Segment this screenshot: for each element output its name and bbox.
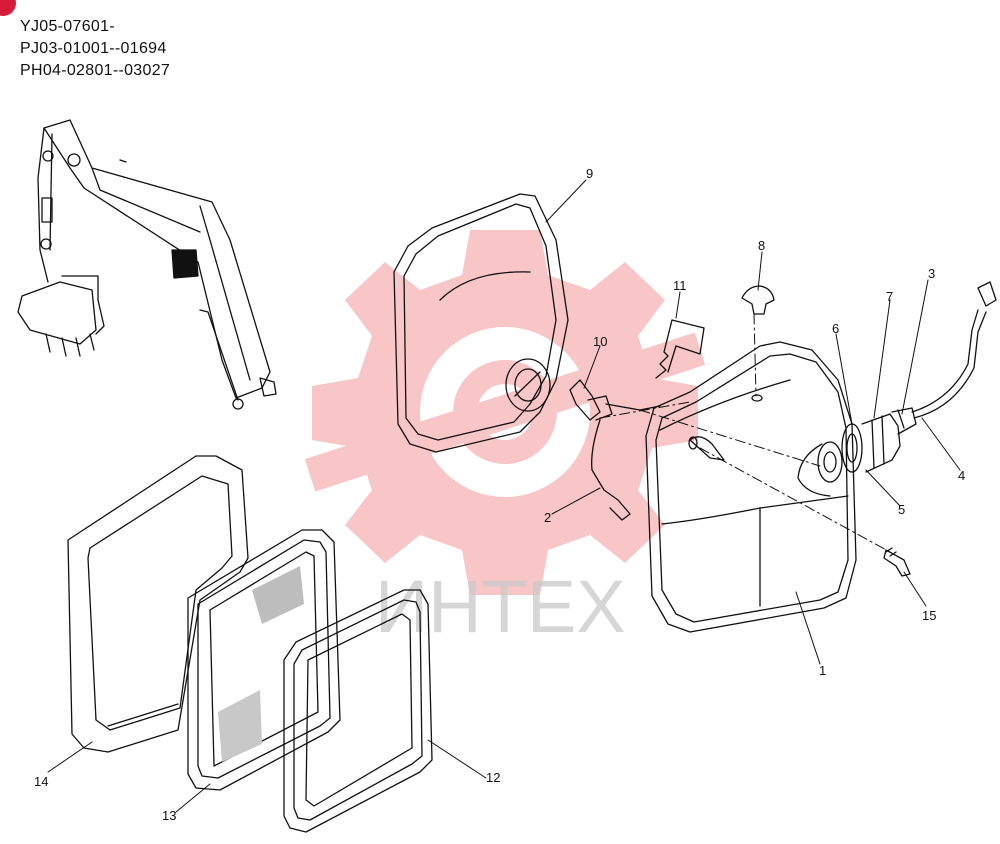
callout-10: 10 bbox=[593, 334, 607, 349]
callout-8: 8 bbox=[758, 238, 765, 253]
callout-15: 15 bbox=[922, 608, 936, 623]
part-14-outer-frame bbox=[67, 455, 249, 753]
serial-code-block: YJ05-07601- PJ03-01001--01694 PH04-02801… bbox=[20, 16, 170, 82]
callout-2: 2 bbox=[544, 510, 551, 525]
part-13-filter-lens bbox=[187, 529, 341, 791]
corner-badge bbox=[0, 0, 16, 16]
serial-code-2: PJ03-01001--01694 bbox=[20, 40, 167, 57]
part-12-gasket bbox=[283, 589, 433, 833]
excavator-locator-sketch bbox=[17, 119, 277, 410]
callout-labels: 1 2 3 4 5 6 7 8 9 10 11 12 13 14 15 bbox=[34, 166, 965, 823]
part-15-screw bbox=[883, 547, 911, 577]
callout-9: 9 bbox=[586, 166, 593, 181]
callout-7: 7 bbox=[886, 289, 893, 304]
callout-14: 14 bbox=[34, 774, 48, 789]
part-8-grommet bbox=[741, 285, 775, 315]
callout-13: 13 bbox=[162, 808, 176, 823]
serial-code-3: PH04-02801--03027 bbox=[20, 62, 171, 79]
part-6-seal bbox=[797, 441, 843, 497]
part-1-lamp-housing bbox=[645, 341, 857, 633]
callout-1: 1 bbox=[819, 663, 826, 678]
serial-code-1: YJ05-07601- bbox=[20, 18, 115, 35]
callout-3: 3 bbox=[928, 266, 935, 281]
watermark-gear bbox=[304, 230, 706, 595]
callout-leader-lines bbox=[47, 179, 961, 813]
part-7-boot bbox=[861, 413, 901, 473]
callout-6: 6 bbox=[832, 321, 839, 336]
callout-11: 11 bbox=[673, 278, 687, 293]
callout-4: 4 bbox=[958, 468, 965, 483]
part-2-wire-lead bbox=[603, 489, 631, 521]
assembly-centerlines bbox=[599, 313, 891, 553]
part-9-lens-cover bbox=[393, 193, 569, 453]
part-3-grommet-sleeve bbox=[891, 407, 917, 435]
callout-12: 12 bbox=[486, 770, 500, 785]
callout-5: 5 bbox=[898, 502, 905, 517]
part-11-clip bbox=[655, 319, 705, 379]
watermark-text: ИНТЕХ bbox=[375, 565, 626, 648]
part-4-harness bbox=[911, 281, 997, 419]
